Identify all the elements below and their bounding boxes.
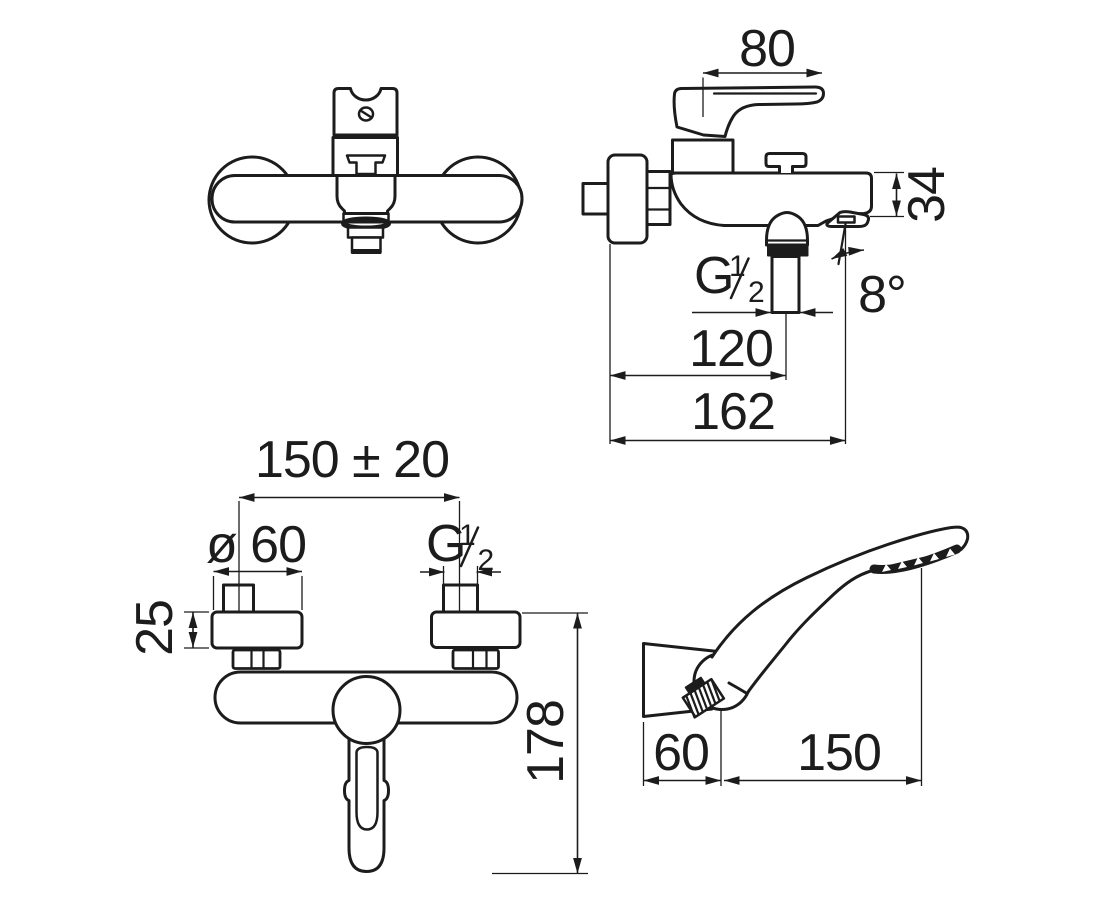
hand-shower-body	[710, 525, 970, 695]
lever-side	[672, 85, 825, 138]
mixer-front-view	[207, 87, 524, 254]
dim-bracket-offset: 60	[653, 724, 709, 782]
right-supply-stub	[442, 583, 479, 614]
fraction-slash	[459, 526, 480, 568]
dim-thread-g: G	[694, 247, 733, 305]
wall-pipe-stub	[581, 182, 610, 216]
left-escutcheon	[210, 610, 304, 650]
screw-icon	[357, 106, 375, 122]
dim-flange-diameter: ø 60	[206, 516, 306, 574]
diverter-knob	[764, 152, 808, 175]
dim-flange-depth: 25	[126, 600, 184, 656]
hand-shower-view: 60 150	[642, 525, 970, 786]
hose-nut	[767, 245, 809, 257]
ext-line	[870, 171, 904, 218]
aerator-mid	[346, 226, 385, 239]
lever-face-line	[355, 745, 379, 831]
ext-line	[184, 611, 209, 649]
lever-cap-front	[332, 87, 399, 137]
spout-front	[335, 174, 397, 215]
dim-spout-angle-arc	[831, 246, 865, 260]
aerator-collar	[342, 212, 390, 222]
dim-spout-reach: 162	[691, 383, 775, 441]
cartridge-side	[671, 138, 735, 175]
union-nut-facets	[645, 186, 672, 211]
dim-thread-num: 1	[729, 250, 746, 283]
dim-thread-g: G	[426, 515, 465, 573]
left-union-nut-facets	[250, 648, 265, 670]
lever-boss	[331, 675, 402, 745]
dim-shower-length: 150	[797, 724, 881, 782]
spout-base-front	[345, 154, 387, 176]
dim-thread-den: 2	[478, 544, 495, 577]
ext-line	[609, 244, 787, 444]
hose-connector	[681, 676, 726, 719]
dim-overall-height: 178	[517, 700, 575, 784]
right-escutcheon	[430, 610, 522, 649]
spray-face	[869, 544, 962, 574]
dim-connection-distance: 150 ± 20	[255, 431, 449, 489]
right-union-nut-facets	[471, 648, 488, 670]
left-union-nut	[231, 648, 282, 670]
spout-tip-slot	[836, 215, 856, 224]
dim-hose-center: 120	[689, 320, 773, 378]
fraction-slash	[729, 257, 750, 300]
right-union-nut	[451, 648, 500, 670]
dim-lever-length: 80	[739, 20, 795, 78]
dim-thread-den: 2	[748, 276, 765, 309]
dim-body-height: 34	[898, 167, 956, 223]
ext-line	[238, 501, 461, 611]
hose-outlet-pipe	[770, 255, 801, 314]
union-nut	[645, 170, 672, 226]
wall-plate	[606, 153, 649, 245]
lever-handle-down	[343, 732, 390, 873]
screw-slot	[359, 109, 373, 119]
hose-connector-knurl	[685, 678, 721, 719]
mixer-side-view: 80 34 8° G 1 2 120 162	[581, 20, 956, 445]
mixer-installation-view: 150 ± 20 ø 60 G 1 2 25 178	[126, 431, 588, 875]
spray-nozzles	[882, 548, 955, 572]
hose-outlet-dome	[765, 211, 809, 247]
ext-line	[642, 568, 923, 786]
spout-angle-ray	[837, 222, 847, 266]
hose-connector-cap	[684, 676, 706, 694]
dim-spout-angle: 8°	[858, 266, 906, 324]
ext-line	[212, 576, 303, 610]
